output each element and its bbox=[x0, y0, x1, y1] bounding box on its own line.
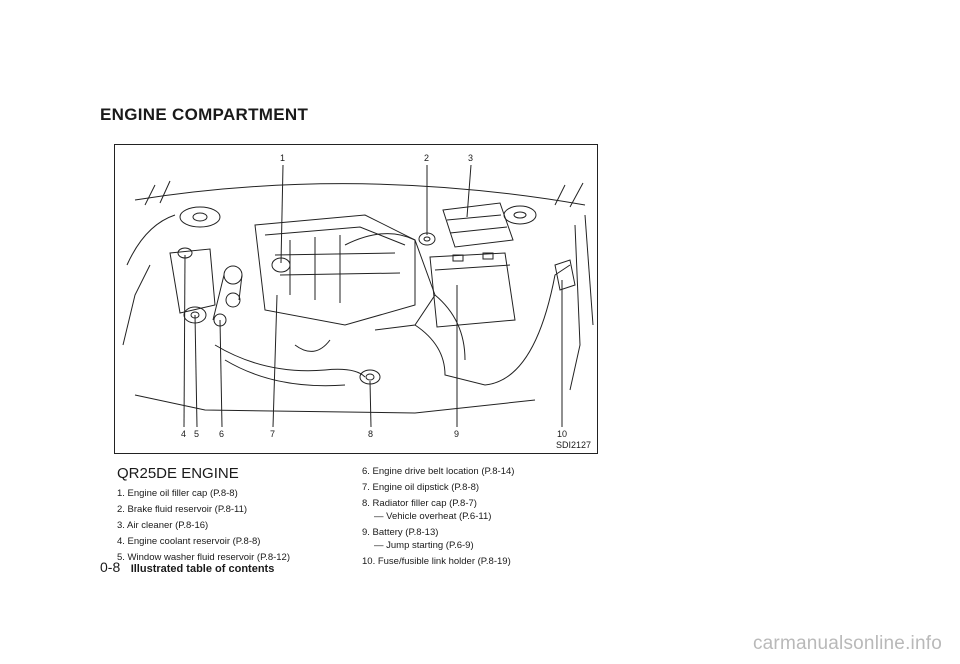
list-item: 5. Window washer fluid reservoir (P.8-12… bbox=[117, 552, 291, 563]
list-item: 1. Engine oil filler cap (P.8-8) bbox=[117, 488, 238, 499]
callout-label: 9 bbox=[454, 429, 460, 439]
list-item-text: 7. Engine oil dipstick (P.8-8) bbox=[362, 482, 480, 493]
list-item-subtext: — Vehicle overheat (P.6-11) bbox=[374, 511, 492, 522]
callout-label: 1 bbox=[280, 153, 286, 163]
callout-label: 7 bbox=[270, 429, 276, 439]
figure-code: SDI2127 bbox=[555, 440, 591, 450]
list-item: 10. Fuse/fusible link holder (P.8-19) bbox=[362, 555, 514, 568]
callout-label: 3 bbox=[468, 153, 474, 163]
footer-title: Illustrated table of contents bbox=[130, 563, 275, 575]
list-item-text: 8. Radiator filler cap (P.8-7) bbox=[362, 498, 477, 509]
list-item: 4. Engine coolant reservoir (P.8-8) bbox=[117, 536, 261, 547]
watermark: carmanualsonline.info bbox=[752, 633, 942, 654]
list-item: 3. Air cleaner (P.8-16) bbox=[117, 520, 209, 531]
component-list-left: 1. Engine oil filler cap (P.8-8) 2. Brak… bbox=[117, 487, 290, 567]
section-title: ENGINE COMPARTMENT bbox=[100, 105, 309, 124]
list-item: 7. Engine oil dipstick (P.8-8) bbox=[362, 481, 514, 494]
callout-label: 2 bbox=[424, 153, 430, 163]
page-number: 0-8 bbox=[100, 559, 121, 575]
list-item-text: 10. Fuse/fusible link holder (P.8-19) bbox=[362, 556, 511, 567]
list-item-text: 6. Engine drive belt location (P.8-14) bbox=[362, 466, 515, 477]
list-item: 8. Radiator filler cap (P.8-7) — Vehicle… bbox=[362, 497, 514, 523]
engine-compartment-figure: 1 2 3 4 5 6 7 8 9 10 SDI2127 bbox=[114, 144, 598, 454]
list-item: 9. Battery (P.8-13) — Jump starting (P.6… bbox=[362, 526, 514, 552]
list-item: 2. Brake fluid reservoir (P.8-11) bbox=[117, 504, 248, 515]
callout-label: 4 bbox=[181, 429, 187, 439]
callout-label: 10 bbox=[557, 429, 568, 439]
engine-illustration bbox=[122, 164, 594, 428]
callout-label: 8 bbox=[368, 429, 374, 439]
component-list-right: 6. Engine drive belt location (P.8-14) 7… bbox=[362, 465, 514, 571]
page-footer: 0-8 Illustrated table of contents bbox=[100, 559, 274, 577]
list-item-subtext: — Jump starting (P.6-9) bbox=[374, 540, 474, 551]
list-item-text: 9. Battery (P.8-13) bbox=[362, 527, 439, 538]
callout-label: 6 bbox=[219, 429, 225, 439]
engine-title: QR25DE ENGINE bbox=[117, 465, 239, 482]
list-item: 6. Engine drive belt location (P.8-14) bbox=[362, 465, 514, 478]
callout-label: 5 bbox=[194, 429, 200, 439]
